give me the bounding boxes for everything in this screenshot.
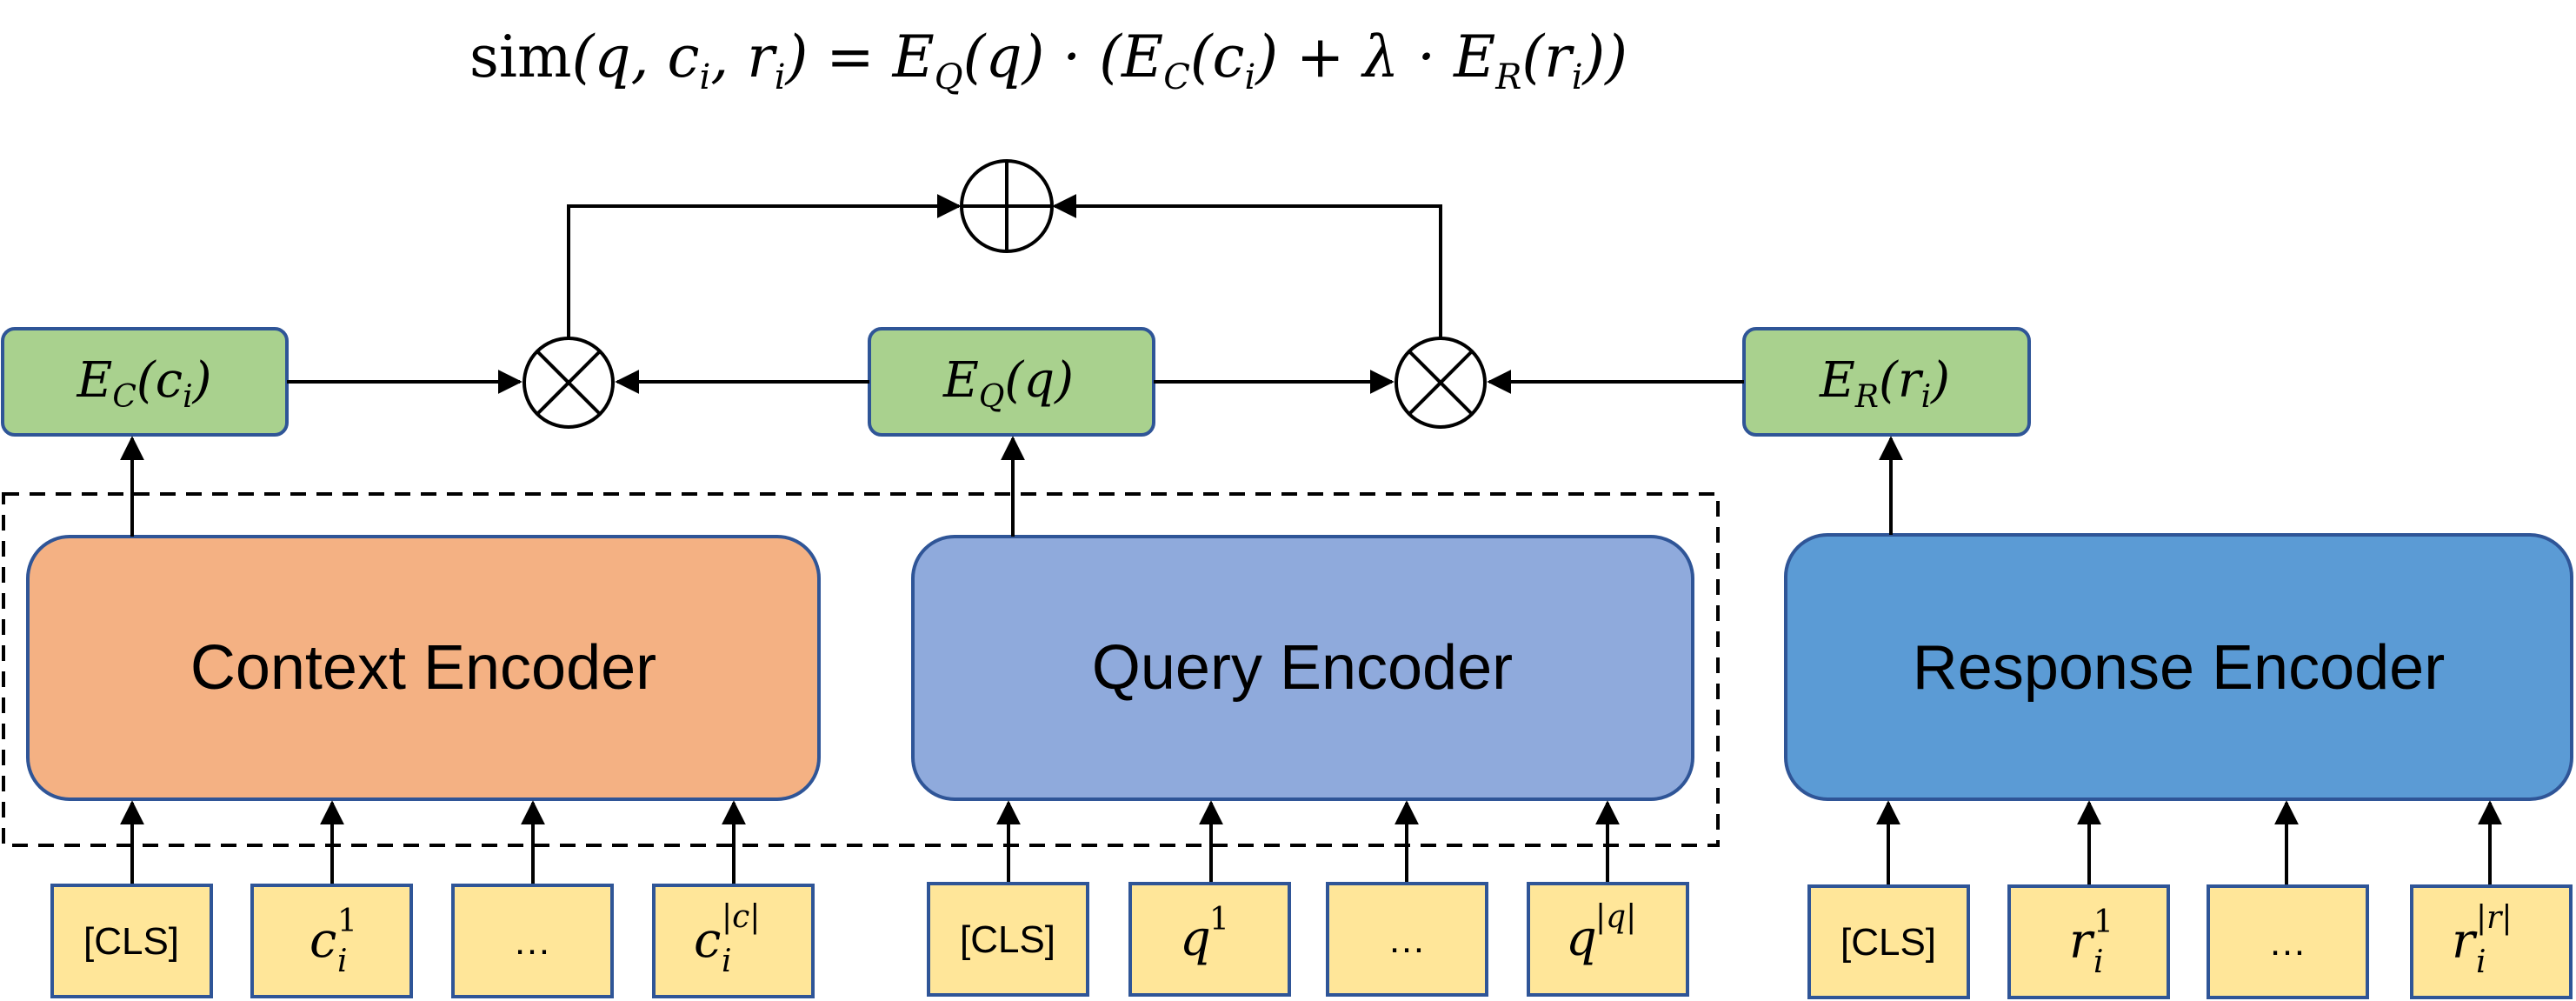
plus-operator: [960, 159, 1054, 253]
token-sup: |c|: [722, 899, 760, 935]
token-box: [50, 884, 213, 998]
token-sup: |r|: [2476, 900, 2512, 936]
context-tokens: [CLS] c 1 i … c |c| i: [50, 884, 815, 998]
token-label: …: [513, 920, 551, 963]
token-sub: i: [722, 944, 732, 979]
flow-arrows: [120, 194, 2502, 886]
similarity-formula: sim(q, ci, ri) = EQ(q) · (EC(ci) + λ · E…: [469, 23, 1627, 97]
token-sup: |q|: [1595, 899, 1636, 935]
token-box: [1807, 884, 1970, 999]
response-encoder-box: [1784, 533, 2573, 801]
context-encoder-box: [26, 535, 821, 801]
response-encoder-label: Response Encoder: [1913, 633, 2445, 703]
token-label: r: [2069, 913, 2095, 970]
query-embedding-label: EQ(q): [942, 352, 1074, 415]
token-sub: i: [2093, 944, 2104, 980]
token-label: [CLS]: [1840, 921, 1936, 964]
token-box: [2410, 884, 2573, 999]
token-label: q: [1180, 911, 1211, 967]
query-encoder-label: Query Encoder: [1092, 633, 1513, 703]
token-box: [652, 884, 815, 998]
token-box: [451, 884, 614, 998]
token-label: q: [1566, 911, 1597, 967]
token-box: [1326, 882, 1488, 997]
multiply-operator-right: [1395, 337, 1487, 429]
context-encoder-label: Context Encoder: [190, 633, 656, 703]
token-label: …: [1388, 918, 1426, 961]
token-sub: i: [2476, 944, 2486, 980]
token-box: [2007, 884, 2170, 999]
token-box: [250, 884, 413, 998]
token-label: [CLS]: [83, 920, 179, 963]
token-sup: 1: [2093, 904, 2113, 940]
token-label: c: [310, 912, 336, 969]
multiply-operator-left: [523, 337, 615, 429]
query-encoder-box: [911, 535, 1694, 801]
response-tokens: [CLS] r 1 i … r |r| i: [1807, 884, 2573, 999]
token-label: …: [2268, 921, 2306, 964]
token-box: [1128, 882, 1291, 997]
token-label: c: [694, 912, 721, 969]
token-label: [CLS]: [960, 918, 1055, 961]
token-box: [2207, 884, 2369, 999]
token-sup: 1: [337, 904, 357, 939]
response-embedding-label: ER(ri): [1819, 352, 1950, 415]
token-label: r: [2452, 913, 2478, 970]
shared-encoder-dashed-box: [2, 492, 1720, 847]
context-embedding-label: EC(ci): [76, 352, 211, 415]
token-sup: 1: [1209, 902, 1229, 938]
token-sub: i: [337, 944, 348, 979]
token-box: [927, 882, 1089, 997]
query-tokens: [CLS] q 1 … q |q|: [927, 882, 1689, 997]
token-box: [1527, 882, 1689, 997]
